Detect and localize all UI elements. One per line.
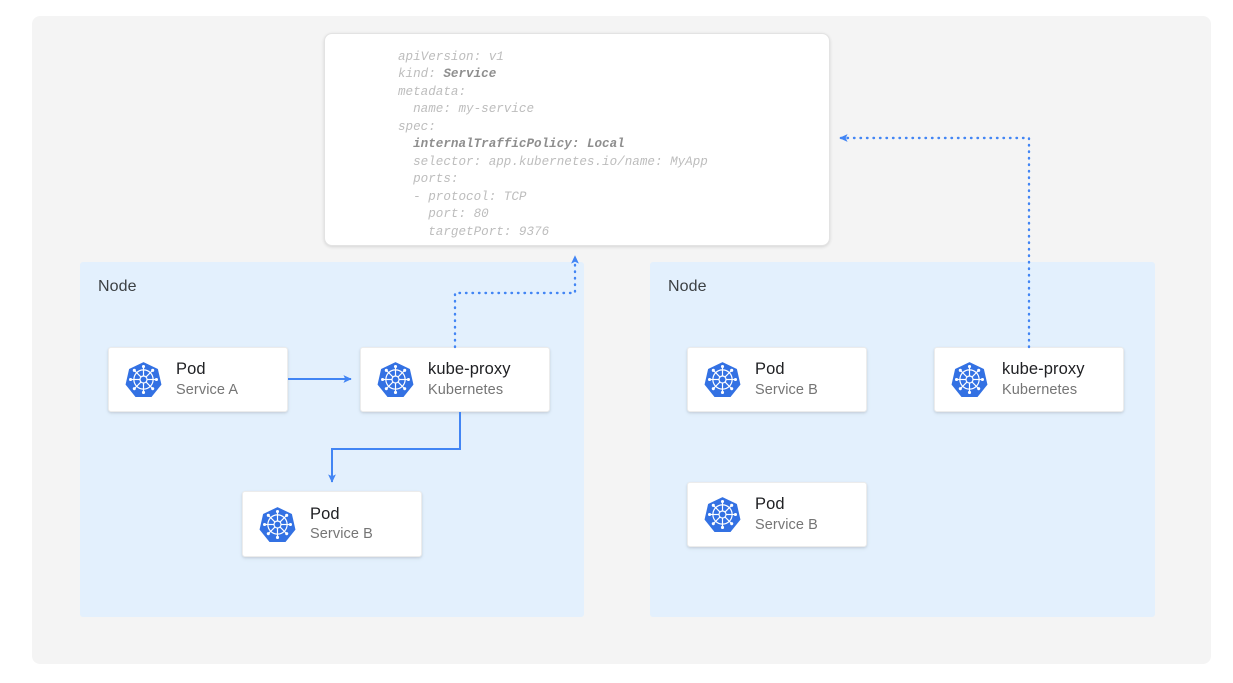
node-group-left: Node: [80, 262, 584, 617]
card-subtitle: Service B: [755, 516, 818, 533]
kubernetes-icon: [951, 362, 988, 398]
kubernetes-icon: [704, 362, 741, 398]
kubernetes-icon: [125, 362, 162, 398]
card-title: kube-proxy: [1002, 360, 1085, 379]
card-subtitle: Service B: [310, 526, 373, 543]
card-title: Pod: [310, 504, 340, 523]
node-label-right: Node: [668, 278, 707, 295]
card-title: Pod: [755, 360, 785, 379]
card-title: Pod: [755, 495, 785, 514]
service-manifest-code: apiVersion: v1 kind: Service metadata: n…: [398, 50, 708, 239]
service-manifest-card: apiVersion: v1 kind: Service metadata: n…: [324, 33, 830, 246]
card-pod-service-a[interactable]: Pod Service A: [108, 347, 288, 412]
card-kube-proxy-left[interactable]: kube-proxy Kubernetes: [360, 347, 550, 412]
card-subtitle: Service B: [755, 381, 818, 398]
card-subtitle: Kubernetes: [428, 381, 504, 398]
card-subtitle: Kubernetes: [1002, 381, 1078, 398]
card-subtitle: Service A: [176, 381, 239, 398]
card-pod-service-b-left[interactable]: Pod Service B: [242, 491, 422, 557]
kubernetes-icon: [704, 497, 741, 533]
card-pod-service-b-right-2[interactable]: Pod Service B: [687, 482, 867, 547]
card-title: kube-proxy: [428, 360, 511, 379]
kubernetes-icon: [377, 362, 414, 398]
node-label-left: Node: [98, 278, 137, 295]
card-title: Pod: [176, 360, 206, 379]
card-kube-proxy-right[interactable]: kube-proxy Kubernetes: [934, 347, 1124, 412]
node-group-right: Node: [650, 262, 1155, 617]
card-pod-service-b-right-1[interactable]: Pod Service B: [687, 347, 867, 412]
kubernetes-icon: [259, 506, 296, 542]
